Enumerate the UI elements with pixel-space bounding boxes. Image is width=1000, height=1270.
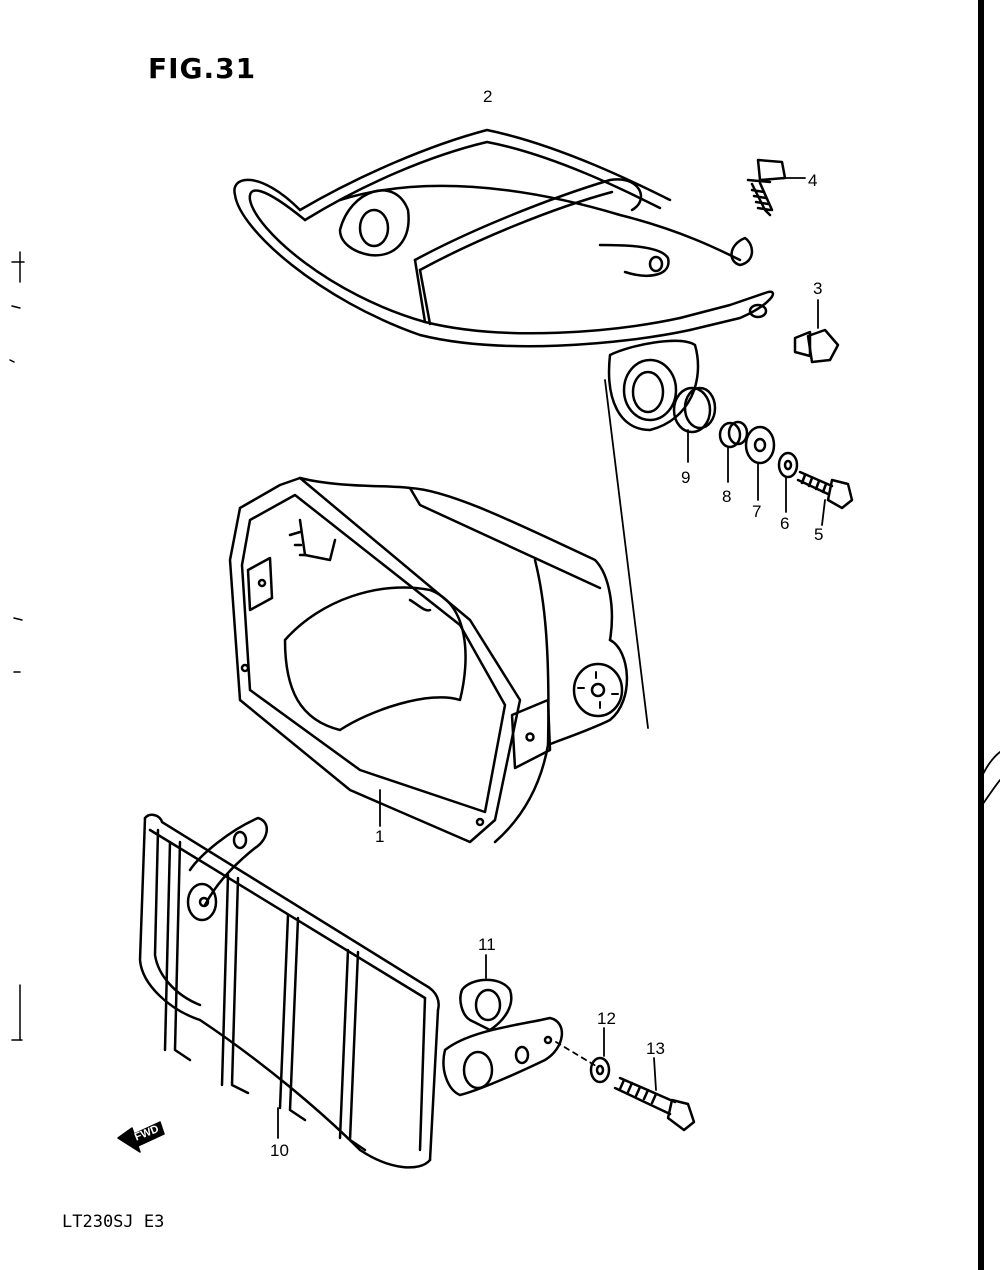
bolt-icon — [613, 1057, 696, 1132]
washer-icon — [777, 451, 799, 513]
headlight-guard-icon — [138, 813, 564, 1169]
front-carrier-rack-icon — [233, 128, 775, 432]
spacer-icon — [718, 420, 749, 483]
washer-icon — [589, 1027, 611, 1084]
headlight-housing-icon — [228, 476, 629, 844]
callout-3: 3 — [813, 279, 823, 298]
flange-bolt-icon — [793, 299, 840, 364]
callout-4: 4 — [808, 171, 818, 190]
page-border — [978, 0, 984, 1270]
callout-10: 10 — [270, 1141, 289, 1160]
callout-9: 9 — [681, 468, 691, 487]
callout-6: 6 — [780, 514, 790, 533]
callout-7: 7 — [752, 502, 762, 521]
callout-8: 8 — [722, 487, 732, 506]
fwd-label: FWD — [133, 1123, 161, 1144]
callout-1: 1 — [375, 827, 385, 846]
washer-icon — [744, 425, 776, 501]
callout-11: 11 — [478, 935, 496, 954]
callout-5: 5 — [814, 525, 824, 544]
cushion-icon — [459, 954, 513, 1032]
callout-12: 12 — [597, 1009, 616, 1028]
figure-title: FIG.31 — [148, 52, 257, 85]
callout-13: 13 — [646, 1039, 665, 1058]
scan-marks — [9, 251, 25, 1041]
cushion-icon — [672, 386, 717, 463]
model-code: LT230SJ E3 — [62, 1212, 165, 1232]
fwd-text: FWD — [133, 1123, 161, 1144]
long-bolt-icon — [746, 158, 806, 217]
bolt-icon — [796, 470, 854, 526]
callout-2: 2 — [483, 87, 493, 106]
fwd-arrow-icon — [117, 1121, 165, 1153]
